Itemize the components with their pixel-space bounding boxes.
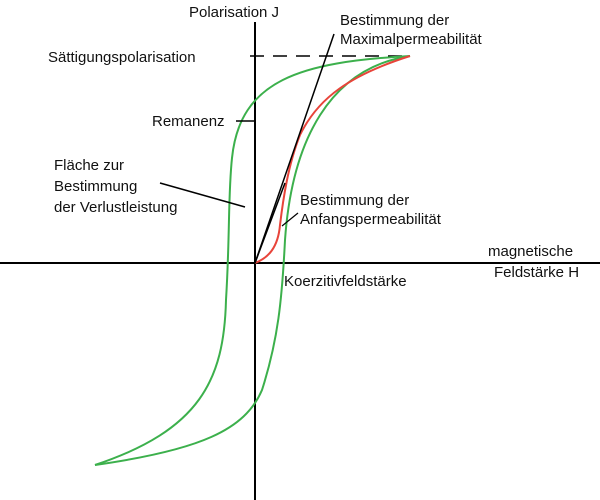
area-label-line2: Bestimmung: [54, 178, 137, 195]
x-axis-label-line2: Feldstärke H: [494, 264, 579, 281]
initial-permeability-label-line2: Anfangspermeabilität: [300, 211, 442, 228]
coercivity-label: Koerzitivfeldstärke: [284, 273, 407, 290]
initial-permeability-tangent: [254, 182, 286, 264]
saturation-label: Sättigungspolarisation: [48, 49, 196, 66]
x-axis-label-line1: magnetische: [488, 243, 573, 260]
area-label-line3: der Verlustleistung: [54, 199, 177, 216]
hysteresis-upper-branch: [94, 55, 411, 466]
hysteresis-lower-branch: [94, 55, 411, 466]
initial-permeability-label-line1: Bestimmung der: [300, 192, 409, 209]
area-leader: [159, 182, 246, 208]
max-permeability-tangent: [254, 33, 335, 264]
remanence-label: Remanenz: [152, 113, 225, 130]
initial-magnetization-curve: [254, 55, 411, 264]
max-permeability-label-line1: Bestimmung der: [340, 12, 449, 29]
max-permeability-label-line2: Maximalpermeabilität: [340, 31, 483, 48]
area-label-line1: Fläche zur: [54, 157, 124, 174]
y-axis-label: Polarisation J: [189, 4, 279, 21]
initial-perm-leader: [281, 212, 299, 227]
